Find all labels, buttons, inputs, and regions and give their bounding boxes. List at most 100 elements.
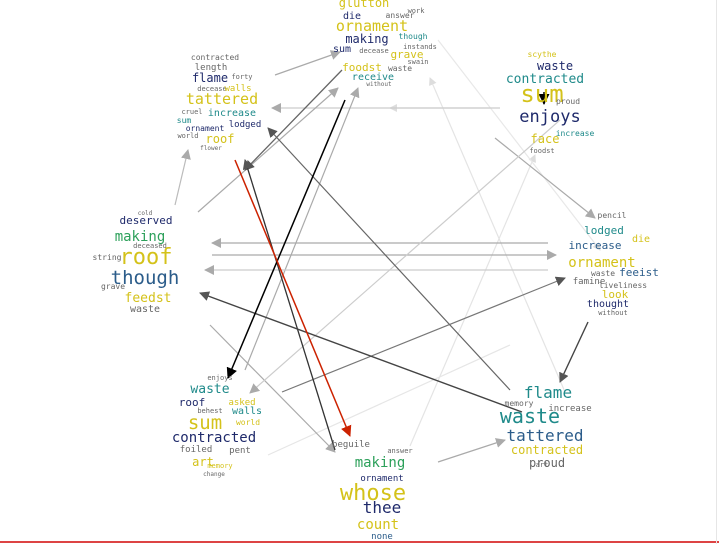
cloud-word: without [366, 81, 392, 88]
cloud-word: roof [120, 245, 173, 270]
edge [429, 77, 566, 393]
cloud-word: ornament [186, 124, 225, 133]
cloud-word: sum [520, 80, 563, 108]
edge-layer [174, 39, 601, 463]
cloud-word: art [192, 455, 214, 469]
cloud-word: without [598, 309, 628, 317]
cloud-word: sum [177, 116, 192, 125]
cloud-word: making [345, 32, 388, 46]
edge [281, 276, 566, 393]
cloud-word: none [371, 532, 393, 542]
cloud-word: scythe [528, 50, 557, 59]
cloud-word: flower [200, 145, 222, 152]
cloud-word: decease [197, 85, 227, 93]
cloud-word: count [357, 517, 399, 533]
edge [559, 321, 589, 383]
cloud-word: sum [333, 44, 351, 55]
cloud-word: sum [188, 412, 222, 434]
cloud-word: world [177, 132, 198, 140]
edge [226, 99, 346, 379]
cloud-word: thee [363, 498, 402, 517]
cloud-word: answer [387, 447, 412, 455]
cloud-word: making [115, 229, 166, 245]
cloud-word: cruel [181, 108, 202, 116]
cloud-word: waste [130, 304, 160, 315]
word-cloud-bottom-right: flamememoryincreasewastetatteredcontract… [500, 383, 592, 470]
edge [437, 438, 506, 463]
cloud-word: increase [208, 108, 256, 119]
edge [267, 344, 511, 456]
bottom-border [0, 541, 719, 543]
cloud-word: grave [390, 48, 423, 61]
cloud-word: swain [407, 58, 428, 66]
cloud-word: beguile [332, 440, 370, 450]
cloud-word: feeist [619, 266, 659, 279]
cloud-word: roof [206, 132, 235, 146]
cloud-word: lodged [229, 120, 262, 130]
cloud-word: contracted [511, 443, 583, 457]
cloud-word: contracted [172, 430, 256, 446]
cloud-word: waste [190, 382, 229, 397]
cloud-word: cold [138, 210, 153, 217]
cloud-word: grave [101, 282, 125, 291]
cloud-word: die [632, 234, 650, 245]
cloud-word: answer [386, 11, 415, 20]
edge [267, 127, 511, 391]
cloud-word: receive [352, 72, 394, 83]
cloud-word: increase [556, 129, 595, 138]
cloud-word: waste [500, 404, 560, 428]
cloud-word: behest [197, 407, 222, 415]
cloud-word: though [111, 267, 180, 289]
edge [494, 137, 596, 219]
edge [209, 324, 336, 453]
cloud-word: liveliness [599, 281, 647, 290]
cloud-word: walls [232, 406, 262, 417]
cloud-word: proud [556, 97, 580, 106]
cloud-word: string [93, 253, 122, 262]
cloud-word: flame [524, 383, 572, 402]
edge [197, 87, 339, 213]
cloud-word: pent [229, 446, 251, 456]
cloud-word: glutton [339, 0, 390, 10]
cloud-word: memory [505, 399, 534, 408]
cloud-word: deceased [133, 242, 167, 250]
cloud-word: change [203, 471, 225, 478]
cloud-word: waste [388, 64, 412, 73]
edge [199, 291, 523, 413]
cloud-word: ornament [568, 255, 635, 271]
cloud-word: enjoys [519, 107, 580, 127]
cloud-word: deserved [120, 214, 173, 227]
cloud-word: length [195, 63, 228, 73]
edge [249, 119, 561, 394]
cloud-word: flame [192, 71, 228, 85]
cloud-word: ornament [360, 474, 403, 484]
cloud-word: memory [207, 462, 232, 470]
cloud-word: waste [591, 269, 615, 278]
edge [234, 159, 352, 437]
cloud-word: lodged [584, 224, 624, 237]
cloud-word: foodst [342, 61, 382, 74]
cloud-word: increase [548, 404, 591, 414]
cloud-word: increase [569, 239, 622, 252]
edge [244, 87, 360, 371]
word-cloud-top-right: scythewastecontractedsumproudenjoysfacei… [506, 50, 595, 155]
cloud-word: roof [179, 396, 206, 409]
cloud-word: foiled [180, 445, 213, 455]
cloud-word: die [343, 11, 361, 22]
cloud-word: ornament [336, 17, 408, 35]
word-cloud-bottom: beguileanswermakingornamentwhosetheecoun… [332, 440, 413, 542]
cloud-word: face [531, 132, 560, 146]
cloud-word: contracted [506, 72, 584, 87]
cloud-word: tattered [186, 90, 258, 108]
cloud-word: world [236, 418, 260, 427]
cloud-word: forty [231, 73, 252, 81]
cloud-word: proud [529, 456, 565, 470]
cloud-word: contracted [191, 53, 239, 62]
cloud-word: enjoys [207, 374, 232, 382]
cloud-word: making [355, 455, 406, 471]
